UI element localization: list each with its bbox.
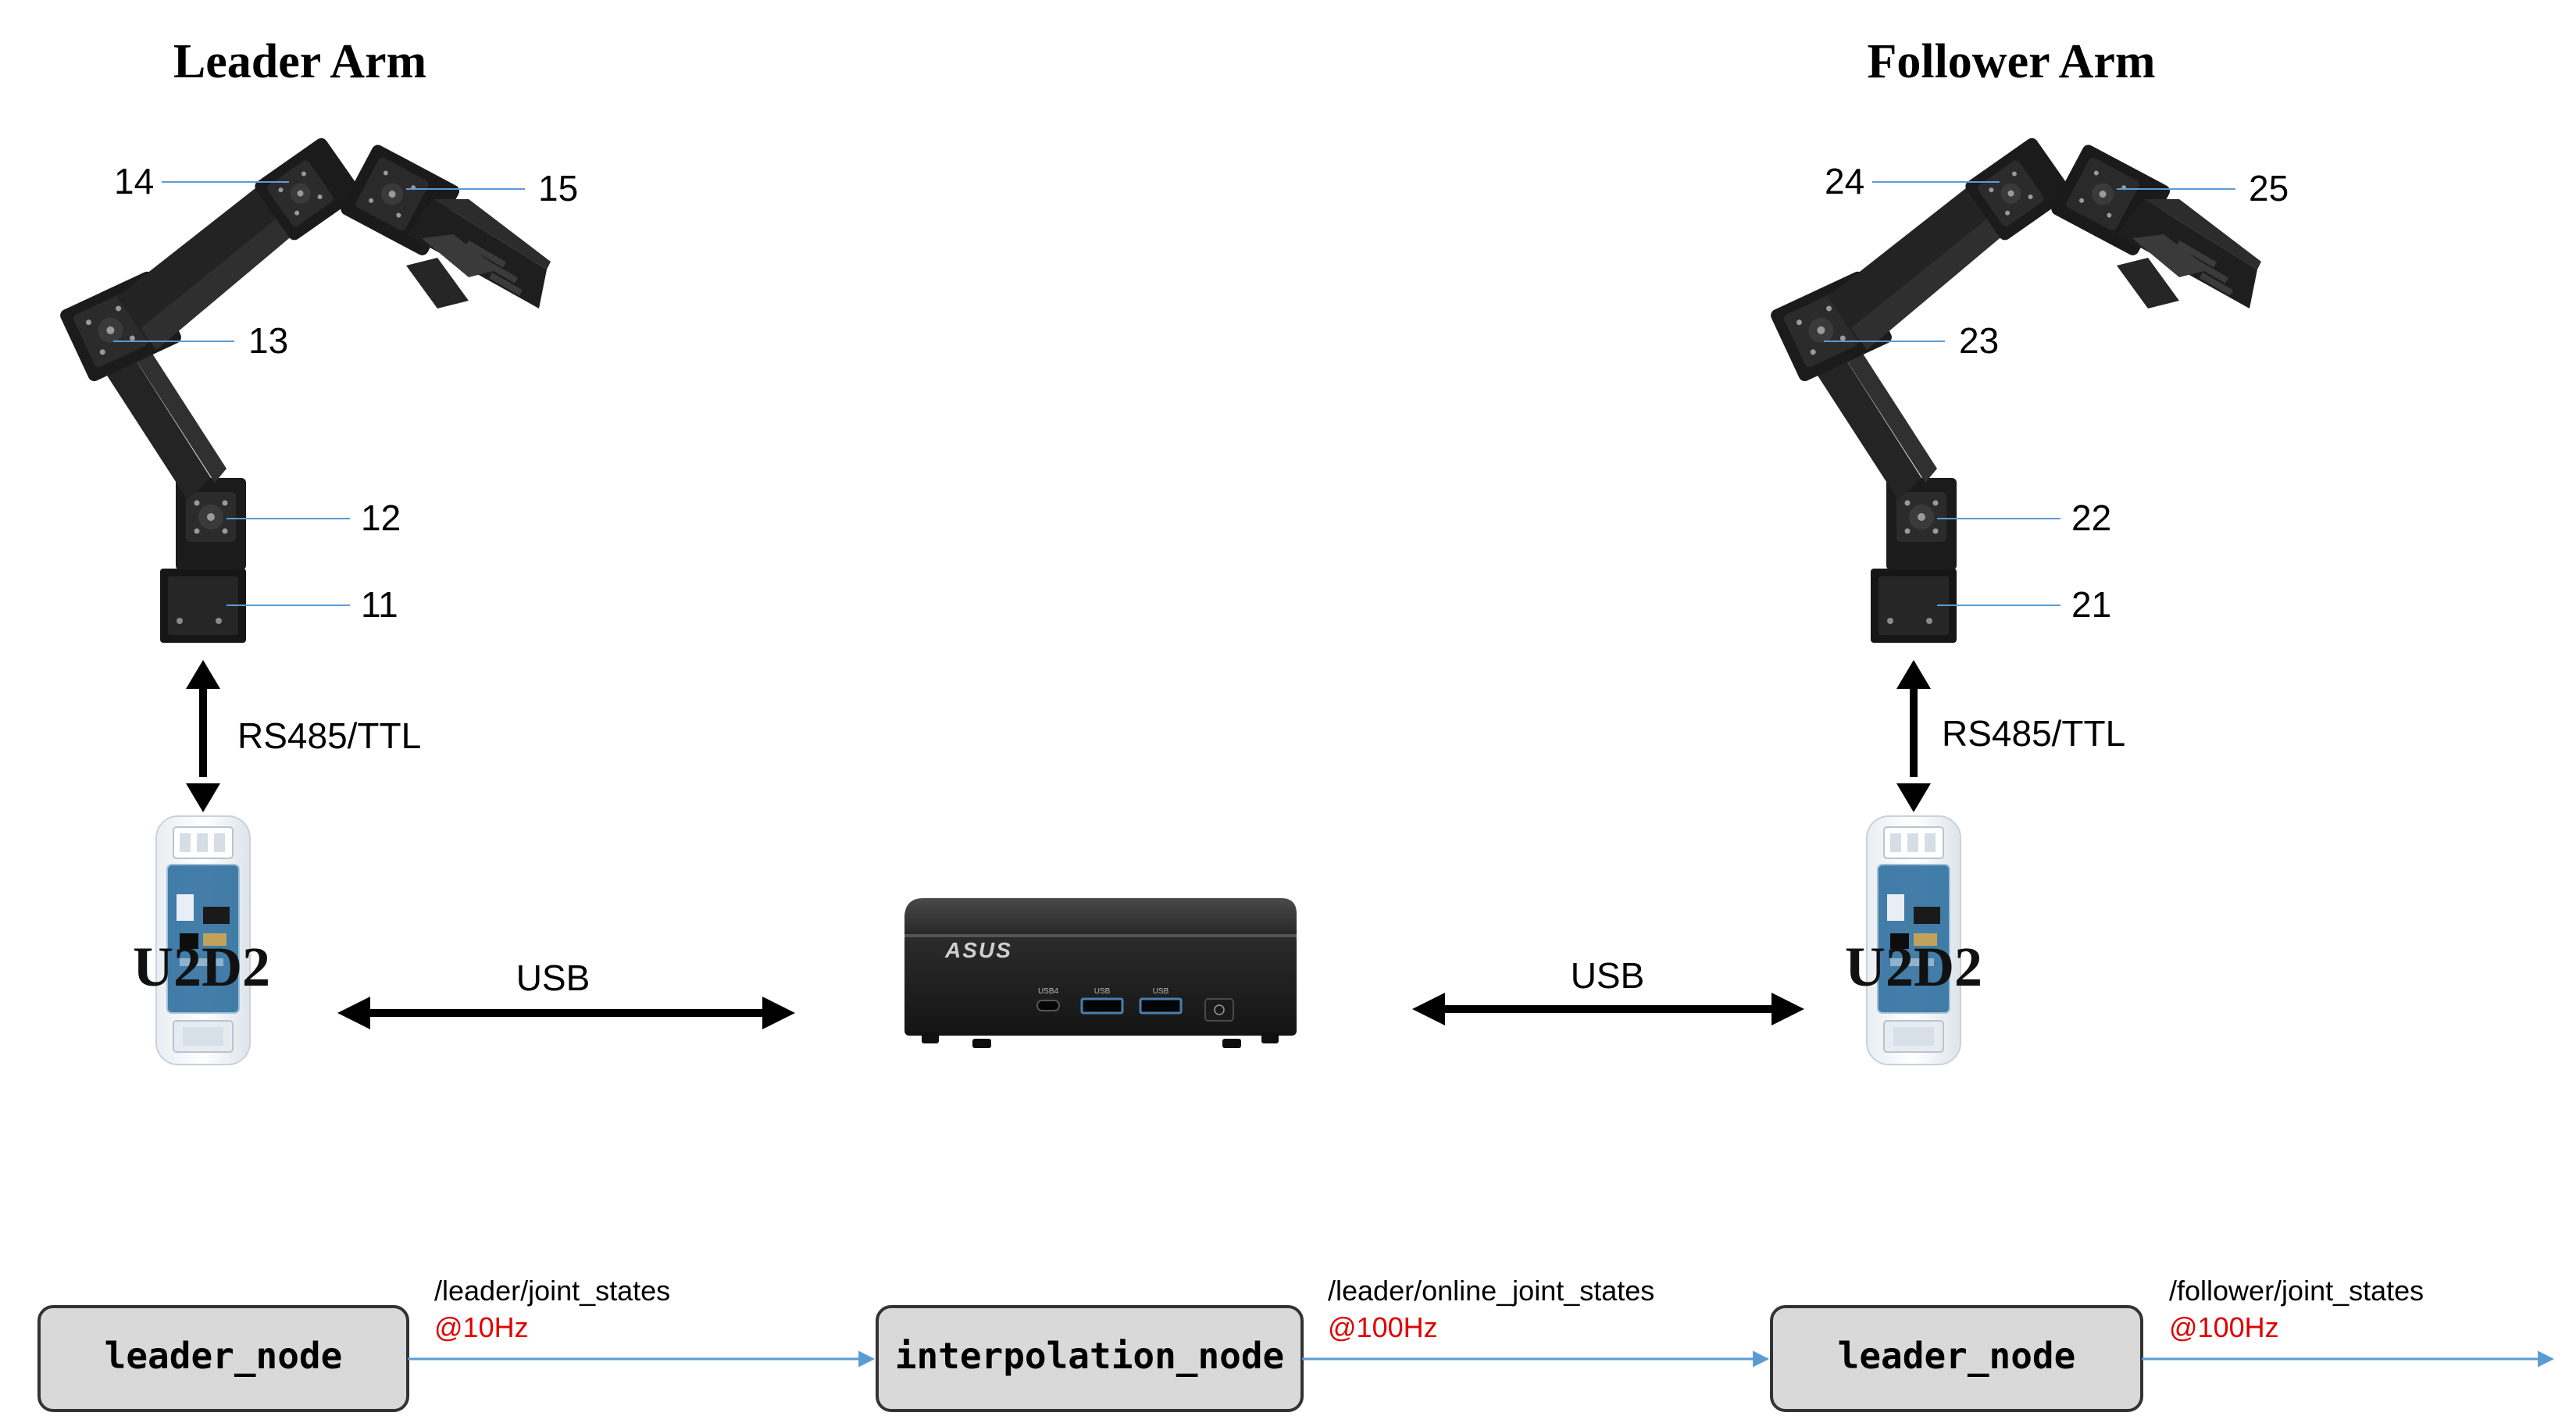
rate-label: @100Hz xyxy=(2169,1311,2279,1343)
follower-arm-image xyxy=(1768,135,2261,643)
usb-c-port-icon xyxy=(1036,1000,1060,1011)
leader-arm-image xyxy=(58,135,551,643)
mini-pc-icon: ASUS USB4 USB USB xyxy=(904,898,1297,1048)
topic-label: /leader/joint_states xyxy=(434,1275,670,1307)
follower-joint-callouts: 24 25 23 22 21 xyxy=(1824,161,2289,625)
leader-usb-arrow xyxy=(337,997,795,1029)
joint-label: 22 xyxy=(2071,498,2111,538)
topic-label: /follower/joint_states xyxy=(2169,1275,2424,1307)
follower-arm-title: Follower Arm xyxy=(1867,35,2155,88)
pc-brand-logo: ASUS xyxy=(944,938,1012,962)
leader-u2d2-label: U2D2 xyxy=(133,936,270,998)
port-label: USB xyxy=(1153,987,1169,996)
joint-label: 15 xyxy=(538,168,578,209)
joint-label: 11 xyxy=(361,584,398,625)
joint-label: 13 xyxy=(248,320,288,361)
joint-label: 25 xyxy=(2249,168,2289,209)
joint-label: 23 xyxy=(1959,320,1999,361)
usb-a-port-icon xyxy=(1080,997,1124,1015)
follower-u2d2-label: U2D2 xyxy=(1845,936,1982,998)
node-label: leader_node xyxy=(105,1335,343,1377)
port-label: USB4 xyxy=(1038,987,1059,996)
leader-arm-title: Leader Arm xyxy=(173,35,426,88)
node-label: leader_node xyxy=(1838,1335,2076,1377)
leader-joint-callouts: 14 15 13 12 11 xyxy=(113,161,578,625)
rate-label: @100Hz xyxy=(1328,1311,1438,1343)
follower-bus-arrow xyxy=(1896,660,1931,812)
follower-bus-label: RS485/TTL xyxy=(1942,713,2125,754)
topic-label: /leader/online_joint_states xyxy=(1328,1275,1654,1307)
power-button-icon xyxy=(1204,998,1234,1022)
rate-label: @10Hz xyxy=(434,1311,529,1343)
port-label: USB xyxy=(1094,987,1111,996)
node-label: interpolation_node xyxy=(895,1335,1285,1377)
leader-usb-label: USB xyxy=(516,958,590,998)
leader-bus-arrow xyxy=(186,660,220,812)
follower-usb-label: USB xyxy=(1571,955,1645,996)
follower-usb-arrow xyxy=(1412,993,1804,1025)
node-pipeline: leader_node interpolation_node leader_no… xyxy=(37,1275,2555,1412)
joint-label: 24 xyxy=(1825,161,1864,202)
usb-a-port-icon xyxy=(1139,997,1183,1015)
joint-label: 21 xyxy=(2071,584,2111,625)
joint-label: 14 xyxy=(114,161,154,202)
joint-label: 12 xyxy=(361,498,401,538)
leader-bus-label: RS485/TTL xyxy=(237,715,421,756)
